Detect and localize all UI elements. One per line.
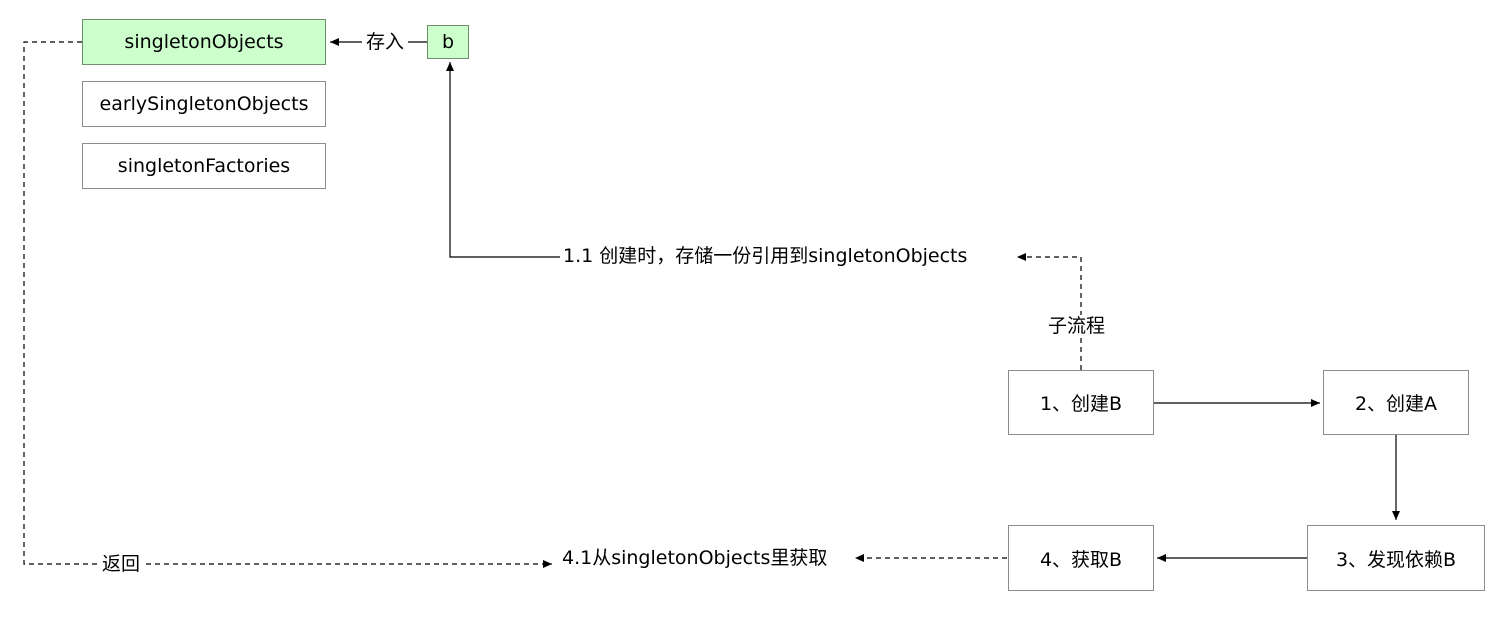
store-in-label: 存入 <box>362 33 409 52</box>
step-1-1-arrow <box>446 62 560 258</box>
create-a-box: 2、创建A <box>1323 370 1469 435</box>
singleton-objects-box: singletonObjects <box>82 19 326 65</box>
singleton-factories-box: singletonFactories <box>82 143 326 189</box>
return-arrow <box>23 41 552 568</box>
step-4-1-label: 4.1从singletonObjects里获取 <box>560 547 830 569</box>
sub-flow-label: 子流程 <box>1046 315 1108 338</box>
early-singleton-objects-box: earlySingletonObjects <box>82 81 326 127</box>
return-label: 返回 <box>97 555 146 574</box>
step-1-1-label: 1.1 创建时，存储一份引用到singletonObjects <box>561 245 970 267</box>
get-b-box: 4、获取B <box>1008 525 1154 591</box>
find-dependency-box: 3、发现依赖B <box>1307 525 1485 591</box>
sub-flow-arrow <box>1017 253 1082 370</box>
b-node: b <box>427 25 469 59</box>
create-b-box: 1、创建B <box>1008 370 1154 435</box>
